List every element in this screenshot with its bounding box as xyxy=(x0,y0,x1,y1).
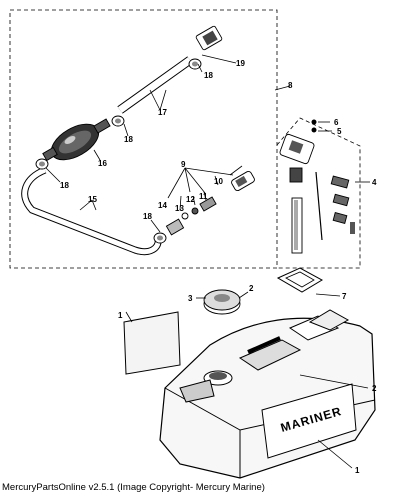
hose-clamp-18-left xyxy=(35,158,49,170)
callout-8: 8 xyxy=(288,81,293,90)
callout-10: 10 xyxy=(214,177,223,186)
callout-12: 12 xyxy=(186,195,195,204)
label-plate-1 xyxy=(123,311,181,375)
callout-16: 16 xyxy=(98,159,107,168)
callout-18-midright: 18 xyxy=(124,135,133,144)
fuel-gauge-assembly xyxy=(279,119,355,254)
callout-18-left: 18 xyxy=(60,181,69,190)
callout-13: 13 xyxy=(175,204,184,213)
callout-1-tank: 1 xyxy=(355,466,360,475)
callout-1-plate: 1 xyxy=(118,311,123,320)
tank-fitting-parts xyxy=(165,170,255,236)
fuel-tank: MARINER xyxy=(159,309,376,479)
fill-cap-3 xyxy=(203,289,241,315)
hose-clamp-18-midright xyxy=(111,115,125,127)
copyright-footer: MercuryPartsOnline v2.5.1 (Image Copyrig… xyxy=(2,482,265,493)
fuel-connector-19 xyxy=(195,25,223,51)
callout-11: 11 xyxy=(199,192,208,201)
fuel-hose-15 xyxy=(21,166,162,256)
callout-4: 4 xyxy=(372,178,377,187)
hose-clamp-18-top xyxy=(188,58,202,70)
leader-lines xyxy=(45,54,370,469)
callout-2-cap: 2 xyxy=(249,284,254,293)
callout-2-tank: 2 xyxy=(372,384,377,393)
gauge-assembly-boundary xyxy=(276,117,361,269)
callout-18-top: 18 xyxy=(204,71,213,80)
callout-7: 7 xyxy=(342,292,347,301)
callout-15: 15 xyxy=(88,195,97,204)
primer-bulb-16 xyxy=(42,118,111,162)
callout-6: 6 xyxy=(334,118,339,127)
callout-18-bottom: 18 xyxy=(143,212,152,221)
callout-17: 17 xyxy=(158,108,167,117)
callout-9: 9 xyxy=(181,160,186,169)
callout-3: 3 xyxy=(188,294,193,303)
gauge-gasket-7 xyxy=(276,267,324,293)
callout-14: 14 xyxy=(158,201,167,210)
callout-5: 5 xyxy=(337,127,342,136)
hose-assembly-boundary xyxy=(9,9,278,269)
callout-19: 19 xyxy=(236,59,245,68)
hose-clamp-18-bottom xyxy=(153,232,167,244)
brand-plate xyxy=(261,383,357,459)
fuel-hose-17 xyxy=(117,56,193,114)
